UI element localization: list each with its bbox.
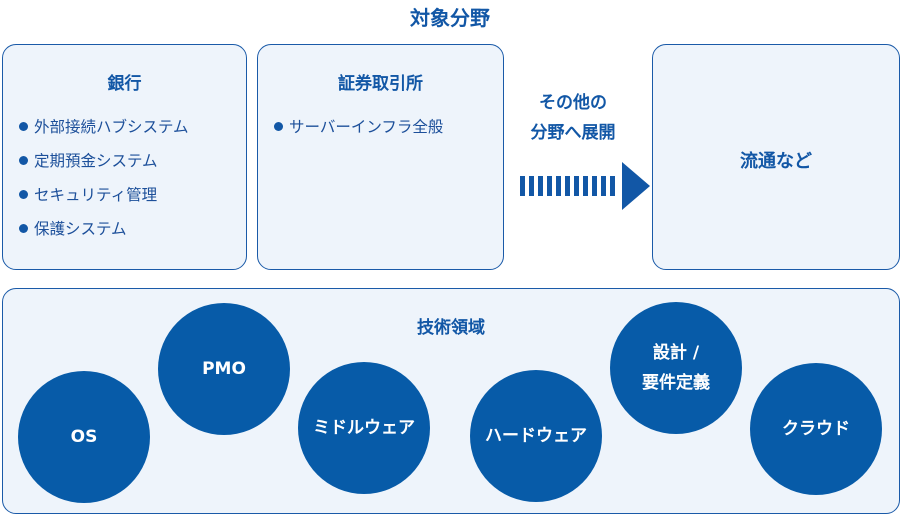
list-item-label: セキュリティ管理 <box>34 186 158 204</box>
bullet-icon <box>19 156 28 165</box>
dashed-arrow-icon <box>520 162 650 210</box>
circle-label: クラウド <box>782 419 850 439</box>
list-item-label: 定期預金システム <box>34 152 158 170</box>
circle-label: PMO <box>202 359 246 379</box>
list-item: セキュリティ管理 <box>19 178 246 212</box>
diagram-title: 対象分野 <box>410 6 490 30</box>
list-item: サーバーインフラ全般 <box>274 110 503 144</box>
list-item: 保護システム <box>19 212 246 246</box>
banking-title: 銀行 <box>107 74 142 94</box>
banking-box: 銀行 外部接続ハブシステム 定期預金システム セキュリティ管理 保護システム <box>2 44 247 270</box>
bullet-icon <box>19 190 28 199</box>
distribution-box: 流通など <box>652 44 900 270</box>
list-item-label: 外部接続ハブシステム <box>34 118 189 136</box>
list-item: 外部接続ハブシステム <box>19 110 246 144</box>
list-item: 定期預金システム <box>19 144 246 178</box>
tech-circle-os: OS <box>18 371 150 503</box>
list-item-label: サーバーインフラ全般 <box>289 118 444 136</box>
bullet-icon <box>19 122 28 131</box>
securities-list: サーバーインフラ全般 <box>274 110 503 144</box>
tech-box: 技術領域 <box>2 288 900 514</box>
circle-label: ハードウェア <box>485 426 587 446</box>
bullet-icon <box>19 224 28 233</box>
tech-circle-cloud: クラウド <box>750 363 882 495</box>
tech-circle-hardware: ハードウェア <box>470 370 602 502</box>
tech-circle-pmo: PMO <box>158 303 290 435</box>
circle-label-line-2: 要件定義 <box>642 373 710 393</box>
banking-list: 外部接続ハブシステム 定期預金システム セキュリティ管理 保護システム <box>19 110 246 246</box>
securities-title: 証券取引所 <box>338 74 423 94</box>
expand-line-2: 分野へ展開 <box>530 123 616 143</box>
tech-title: 技術領域 <box>417 318 485 338</box>
securities-box: 証券取引所 サーバーインフラ全般 <box>257 44 504 270</box>
tech-circle-design: 設計 / 要件定義 <box>610 302 742 434</box>
circle-label: ミドルウェア <box>313 418 415 438</box>
expand-line-1: その他の <box>539 93 607 113</box>
tech-circle-middleware: ミドルウェア <box>298 362 430 494</box>
expand-label: その他の 分野へ展開 <box>508 88 638 148</box>
bullet-icon <box>274 122 283 131</box>
list-item-label: 保護システム <box>34 220 127 238</box>
circle-label-line-1: 設計 / <box>652 343 700 363</box>
circle-label: OS <box>70 427 98 447</box>
distribution-label: 流通など <box>740 151 812 172</box>
